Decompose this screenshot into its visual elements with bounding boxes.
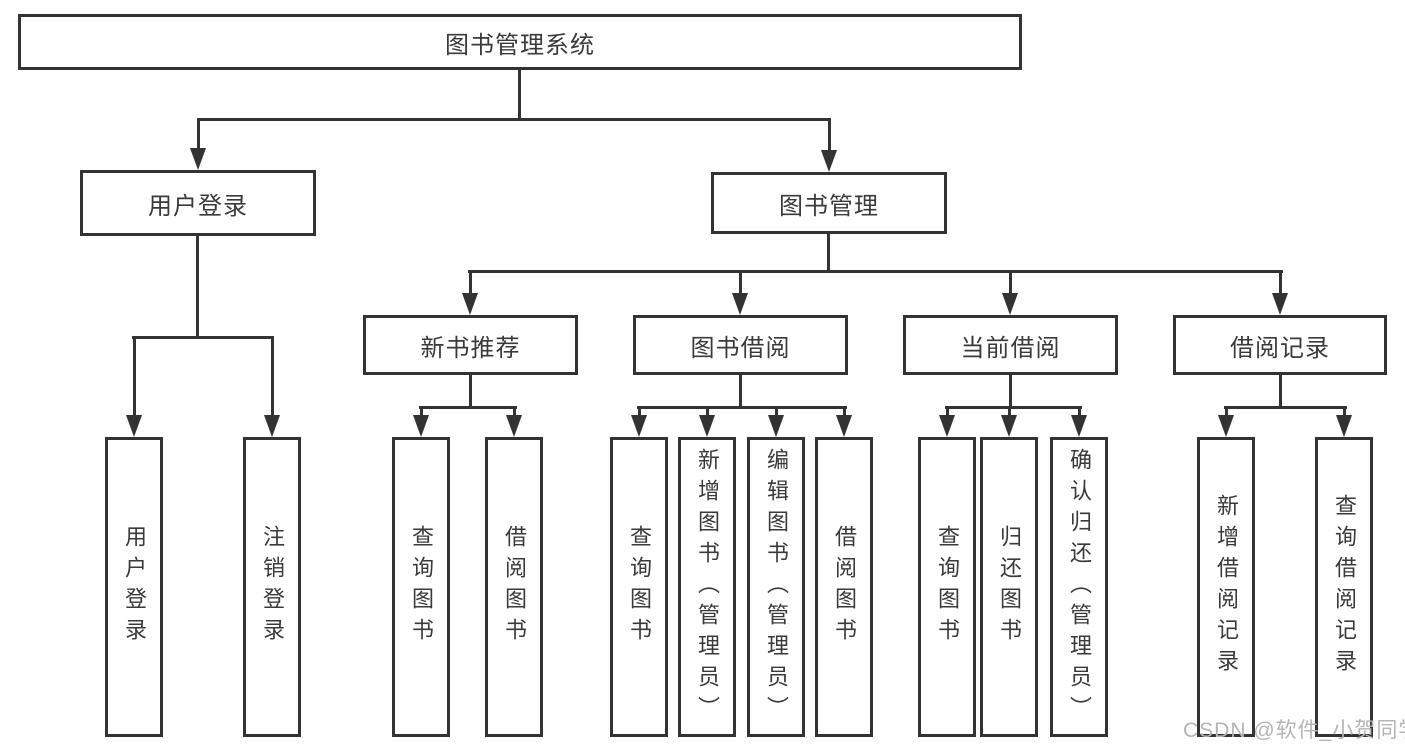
edge — [1224, 406, 1347, 409]
node-user-login-label: 用户登录 — [148, 192, 248, 220]
leaf-borrow-query-book: 查询图书 — [610, 437, 668, 737]
edge — [638, 406, 641, 419]
watermark: CSDN @软件_小贺同学 — [1183, 719, 1405, 742]
edge — [1078, 406, 1081, 419]
arrowhead-icon — [1218, 415, 1234, 437]
arrowhead-icon — [836, 415, 852, 437]
edge — [518, 68, 521, 121]
edge — [946, 406, 949, 419]
edge — [706, 406, 709, 419]
leaf-borrow-borrow-book: 借阅图书 — [815, 437, 873, 737]
edge — [828, 118, 831, 154]
edge — [945, 406, 1082, 409]
edge — [1009, 373, 1012, 409]
edge — [1279, 270, 1282, 296]
leaf-recommend-borrow-book-label: 借阅图书 — [502, 525, 527, 649]
leaf-borrow-query-book-label: 查询图书 — [627, 525, 652, 649]
arrowhead-icon — [126, 415, 142, 437]
arrowhead-icon — [821, 150, 837, 172]
edge — [468, 270, 1283, 273]
leaf-current-query-book: 查询图书 — [918, 437, 976, 737]
edge — [1279, 373, 1282, 409]
edge — [827, 231, 830, 273]
edge — [513, 406, 516, 419]
leaf-borrow-add-book-label: 新增图书（管理员） — [695, 447, 720, 727]
leaf-logout: 注销登录 — [243, 437, 301, 737]
node-user-login: 用户登录 — [80, 170, 316, 236]
arrowhead-icon — [631, 415, 647, 437]
edge — [420, 406, 423, 419]
leaf-recommend-borrow-book: 借阅图书 — [485, 437, 543, 737]
arrowhead-icon — [190, 148, 206, 170]
edge — [133, 336, 136, 418]
node-book-management: 图书管理 — [711, 172, 947, 234]
arrowhead-icon — [1071, 415, 1087, 437]
edge — [469, 270, 472, 296]
arrowhead-icon — [264, 415, 280, 437]
leaf-borrow-borrow-book-label: 借阅图书 — [832, 525, 857, 649]
leaf-current-return-book-label: 归还图书 — [997, 525, 1022, 649]
arrowhead-icon — [462, 293, 478, 315]
arrowhead-icon — [768, 415, 784, 437]
edge — [197, 118, 831, 121]
edge — [1008, 406, 1011, 419]
leaf-records-query-record: 查询借阅记录 — [1315, 437, 1373, 737]
leaf-records-add-record-label: 新增借阅记录 — [1214, 494, 1239, 680]
leaf-current-query-book-label: 查询图书 — [935, 525, 960, 649]
node-current-borrow: 当前借阅 — [903, 315, 1118, 375]
arrowhead-icon — [1272, 293, 1288, 315]
node-root: 图书管理系统 — [18, 14, 1022, 70]
edge — [739, 270, 742, 296]
edge — [1225, 406, 1228, 419]
edge — [843, 406, 846, 419]
arrowhead-icon — [732, 293, 748, 315]
leaf-recommend-query-book-label: 查询图书 — [409, 525, 434, 649]
node-borrow-records-label: 借阅记录 — [1230, 334, 1330, 362]
node-root-label: 图书管理系统 — [445, 31, 595, 59]
arrowhead-icon — [939, 415, 955, 437]
leaf-recommend-query-book: 查询图书 — [392, 437, 450, 737]
edge — [197, 118, 200, 152]
node-borrow-records: 借阅记录 — [1173, 315, 1387, 375]
node-current-borrow-label: 当前借阅 — [960, 334, 1061, 362]
edge — [775, 406, 778, 419]
leaf-logout-label: 注销登录 — [260, 525, 285, 649]
edge — [469, 373, 472, 409]
leaf-current-return-book: 归还图书 — [980, 437, 1038, 737]
leaf-records-query-record-label: 查询借阅记录 — [1332, 494, 1357, 680]
edge — [196, 233, 199, 338]
arrowhead-icon — [699, 415, 715, 437]
edge — [271, 336, 274, 418]
leaf-records-add-record: 新增借阅记录 — [1197, 437, 1255, 737]
arrowhead-icon — [1001, 415, 1017, 437]
leaf-user-login-label: 用户登录 — [122, 525, 147, 649]
arrowhead-icon — [1336, 415, 1352, 437]
edge — [132, 336, 274, 339]
leaf-borrow-add-book: 新增图书（管理员） — [678, 437, 736, 737]
edge — [419, 406, 517, 409]
leaf-current-confirm-return-label: 确认归还（管理员） — [1067, 447, 1092, 727]
leaf-user-login: 用户登录 — [105, 437, 163, 737]
node-book-borrow: 图书借阅 — [633, 315, 848, 375]
node-new-book-recommend-label: 新书推荐 — [420, 334, 521, 362]
edge — [739, 373, 742, 409]
arrowhead-icon — [413, 415, 429, 437]
node-new-book-recommend: 新书推荐 — [363, 315, 578, 375]
edge — [1343, 406, 1346, 419]
arrowhead-icon — [1002, 293, 1018, 315]
edge — [637, 406, 847, 409]
edge — [1009, 270, 1012, 296]
arrowhead-icon — [506, 415, 522, 437]
leaf-borrow-edit-book: 编辑图书（管理员） — [747, 437, 805, 737]
node-book-borrow-label: 图书借阅 — [690, 334, 791, 362]
leaf-current-confirm-return: 确认归还（管理员） — [1050, 437, 1108, 737]
node-book-management-label: 图书管理 — [779, 192, 879, 220]
leaf-borrow-edit-book-label: 编辑图书（管理员） — [764, 447, 789, 727]
